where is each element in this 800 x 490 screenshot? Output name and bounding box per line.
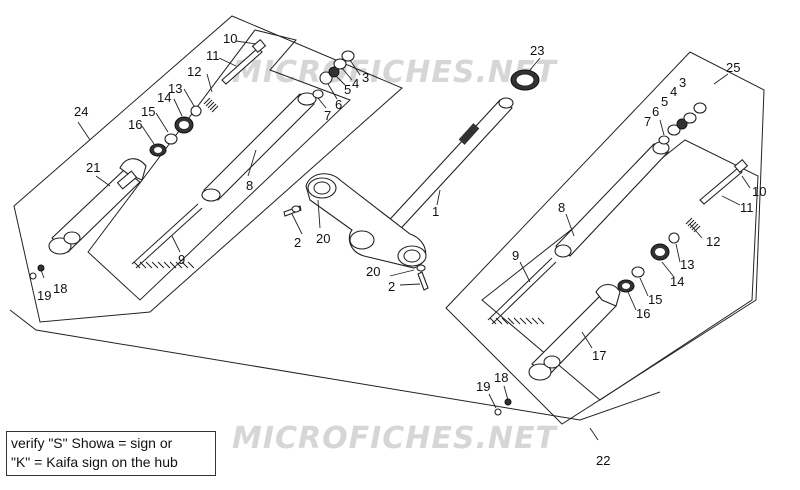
lower-triple-clamp — [305, 173, 427, 269]
callout-19-left: 19 — [37, 288, 51, 303]
right-seal-parts — [617, 243, 670, 293]
callout-19-right: 19 — [476, 379, 490, 394]
callout-4-right: 4 — [670, 84, 677, 99]
callout-15-right: 15 — [648, 292, 662, 307]
right-fork-tube — [554, 141, 670, 258]
left-damper-rod — [203, 38, 267, 113]
callout-4-left: 4 — [352, 76, 359, 91]
callout-3-right: 3 — [679, 75, 686, 90]
callout-9-right: 9 — [512, 248, 519, 263]
right-top-small-parts — [658, 102, 707, 145]
callout-20-upper: 20 — [316, 231, 330, 246]
note-line-2: "K" = Kaifa sign on the hub — [11, 454, 178, 470]
callout-18-right: 18 — [494, 370, 508, 385]
callout-13-left: 13 — [168, 81, 182, 96]
callout-6-left: 6 — [335, 97, 342, 112]
left-fork-slider — [48, 158, 147, 255]
right-fork-slider — [528, 283, 621, 381]
callout-8-right: 8 — [558, 200, 565, 215]
callout-17: 17 — [592, 348, 606, 363]
callout-11-right: 11 — [740, 200, 754, 215]
callout-18-left: 18 — [53, 281, 67, 296]
callout-labels: 10 11 12 13 14 15 16 24 21 8 9 19 18 7 6… — [37, 31, 766, 468]
callout-14-left: 14 — [157, 90, 171, 105]
note-box: verify "S" Showa = sign or "K" = Kaifa s… — [6, 431, 216, 476]
left-fork-spring — [131, 203, 203, 269]
steering-stem — [379, 97, 514, 239]
callout-9-left: 9 — [178, 252, 185, 267]
callout-16-left: 16 — [128, 117, 142, 132]
callout-1: 1 — [432, 204, 439, 219]
clamp-bolts — [283, 205, 429, 291]
watermark-bottom: MICROFICHES.NET — [232, 421, 559, 456]
leader-lines — [40, 40, 751, 409]
callout-8-left: 8 — [246, 178, 253, 193]
callout-12-right: 12 — [706, 234, 720, 249]
callout-23: 23 — [530, 43, 544, 58]
callout-5-left: 5 — [344, 82, 351, 97]
left-top-small-parts — [312, 50, 355, 99]
callout-16-right: 16 — [636, 306, 650, 321]
note-line-1: verify "S" Showa = sign or — [11, 435, 173, 451]
watermark-top: MICROFICHES.NET — [232, 55, 559, 90]
callout-15-left: 15 — [141, 104, 155, 119]
left-seal-parts — [149, 105, 202, 157]
callout-12-left: 12 — [187, 64, 201, 79]
callout-7-left: 7 — [324, 108, 331, 123]
callout-2-lower: 2 — [388, 279, 395, 294]
callout-25: 25 — [726, 60, 740, 75]
overall-outline — [9, 309, 661, 441]
left-fork-tube — [201, 92, 317, 202]
callout-7-right: 7 — [644, 114, 651, 129]
right-damper-rod — [668, 158, 749, 244]
callout-10-left: 10 — [223, 31, 237, 46]
callout-11-left: 11 — [206, 48, 220, 63]
right-fork-spring — [487, 257, 557, 325]
stem-bearing — [510, 69, 540, 91]
callout-13-right: 13 — [680, 257, 694, 272]
callout-14-right: 14 — [670, 274, 684, 289]
callout-3-left: 3 — [362, 70, 369, 85]
callout-2-upper: 2 — [294, 235, 301, 250]
callout-21: 21 — [86, 160, 100, 175]
callout-5-right: 5 — [661, 94, 668, 109]
left-fork-group-outline — [13, 15, 403, 323]
callout-20-lower: 20 — [366, 264, 380, 279]
callout-22: 22 — [596, 453, 610, 468]
right-bleed-screw — [494, 398, 512, 416]
callout-10-right: 10 — [752, 184, 766, 199]
callout-6-right: 6 — [652, 104, 659, 119]
callout-24: 24 — [74, 104, 88, 119]
